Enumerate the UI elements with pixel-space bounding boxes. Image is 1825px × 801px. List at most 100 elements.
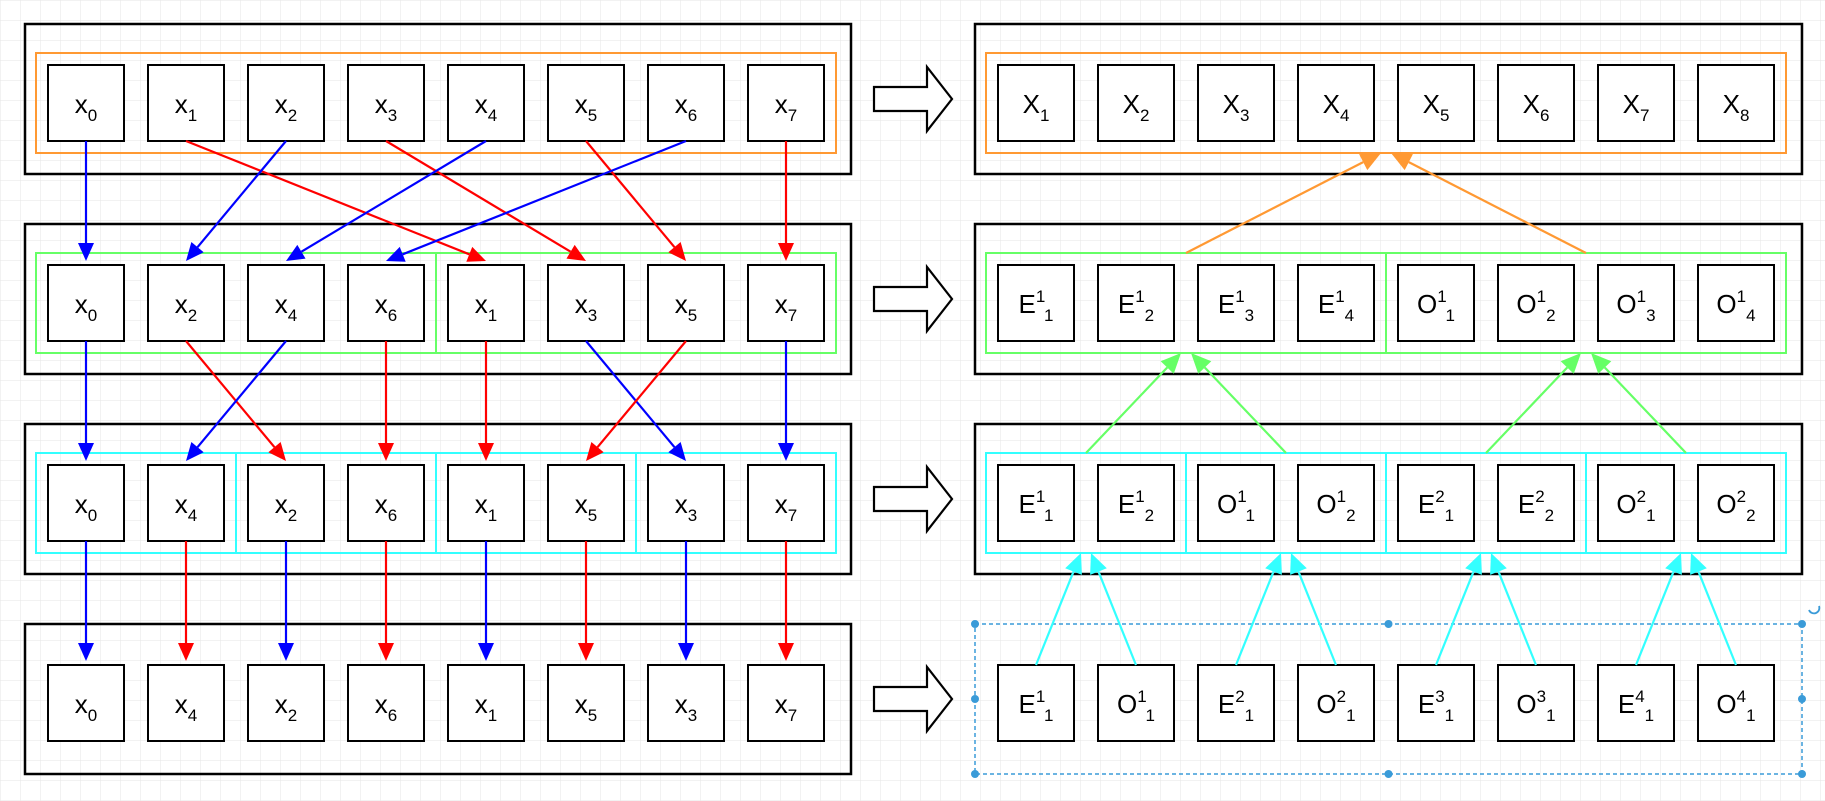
- left-cell-label: x6: [375, 489, 397, 525]
- right-cell[interactable]: [1497, 264, 1575, 342]
- right-cell-label: E21: [1218, 687, 1254, 725]
- right-cell[interactable]: [997, 264, 1075, 342]
- selection-resize-handle[interactable]: [1384, 770, 1393, 778]
- left-cell[interactable]: [747, 64, 825, 142]
- left-cell[interactable]: [247, 464, 325, 542]
- right-cell[interactable]: [1597, 464, 1675, 542]
- left-cell[interactable]: [747, 264, 825, 342]
- right-cell[interactable]: [1697, 664, 1775, 742]
- right-cell[interactable]: [1397, 264, 1475, 342]
- right-cell[interactable]: [1197, 264, 1275, 342]
- selection-resize-handle[interactable]: [1384, 620, 1393, 628]
- right-cell-label: O22: [1716, 487, 1755, 525]
- left-cell[interactable]: [47, 64, 125, 142]
- right-stage-3[interactable]: [973, 422, 1804, 576]
- left-cell[interactable]: [447, 64, 525, 142]
- right-cell[interactable]: [1397, 464, 1475, 542]
- left-cell[interactable]: [747, 664, 825, 742]
- right-cell[interactable]: [1297, 64, 1375, 142]
- right-cell[interactable]: [1497, 64, 1575, 142]
- selection-resize-handle[interactable]: [1798, 770, 1806, 778]
- left-cell[interactable]: [547, 464, 625, 542]
- arrow-head: [1160, 353, 1181, 374]
- left-cell[interactable]: [647, 264, 725, 342]
- left-cell[interactable]: [147, 264, 225, 342]
- right-cell[interactable]: [1197, 664, 1275, 742]
- right-cell[interactable]: [1697, 264, 1775, 342]
- right-cell[interactable]: [997, 64, 1075, 142]
- right-cell[interactable]: [1097, 264, 1175, 342]
- left-cell[interactable]: [447, 464, 525, 542]
- left-cell[interactable]: [147, 64, 225, 142]
- right-cell[interactable]: [1197, 64, 1275, 142]
- rotate-handle-icon[interactable]: [1808, 605, 1821, 615]
- right-cell[interactable]: [1597, 264, 1675, 342]
- right-cell[interactable]: [1097, 664, 1175, 742]
- left-stage-1[interactable]: [23, 22, 853, 176]
- left-cell-label: x1: [175, 89, 197, 125]
- right-cell[interactable]: [1297, 264, 1375, 342]
- left-cell[interactable]: [247, 664, 325, 742]
- right-stage-1[interactable]: [973, 22, 1804, 176]
- stage-transform-arrow: [872, 663, 954, 735]
- arrow-head: [678, 643, 694, 661]
- left-cell[interactable]: [47, 464, 125, 542]
- right-group-box: [985, 52, 1787, 154]
- left-cell[interactable]: [347, 664, 425, 742]
- right-cell[interactable]: [1697, 64, 1775, 142]
- selection-resize-handle[interactable]: [971, 620, 979, 628]
- right-cell-label: X4: [1323, 89, 1350, 125]
- right-cell[interactable]: [1397, 664, 1475, 742]
- left-cell[interactable]: [547, 264, 625, 342]
- left-cell[interactable]: [347, 264, 425, 342]
- selection-resize-handle[interactable]: [971, 770, 979, 778]
- right-cell[interactable]: [1597, 64, 1675, 142]
- left-cell[interactable]: [247, 264, 325, 342]
- selection-resize-handle[interactable]: [971, 695, 979, 703]
- right-cell[interactable]: [1397, 64, 1475, 142]
- merge-arrow-cyan: [1034, 571, 1075, 666]
- right-cell[interactable]: [1697, 464, 1775, 542]
- merge-arrow-cyan: [1634, 571, 1675, 666]
- permutation-arrow-red: [585, 140, 676, 248]
- left-cell[interactable]: [647, 64, 725, 142]
- right-cell[interactable]: [1097, 64, 1175, 142]
- left-stage-2[interactable]: [23, 222, 853, 376]
- left-cell-label: x7: [775, 689, 797, 725]
- right-cell[interactable]: [1297, 464, 1375, 542]
- left-cell[interactable]: [247, 64, 325, 142]
- arrow-head: [186, 242, 204, 261]
- right-cell[interactable]: [1497, 464, 1575, 542]
- left-cell[interactable]: [447, 664, 525, 742]
- left-stage-3[interactable]: [23, 422, 853, 576]
- left-cell[interactable]: [347, 464, 425, 542]
- left-cell-label: x0: [75, 89, 97, 125]
- arrow-head: [78, 443, 94, 461]
- right-cell[interactable]: [1197, 464, 1275, 542]
- left-cell[interactable]: [747, 464, 825, 542]
- selection-resize-handle[interactable]: [1798, 620, 1806, 628]
- arrow-head: [466, 246, 486, 262]
- left-cell[interactable]: [647, 664, 725, 742]
- left-cell[interactable]: [547, 64, 625, 142]
- left-cell[interactable]: [47, 664, 125, 742]
- left-cell[interactable]: [647, 464, 725, 542]
- permutation-arrow-blue: [585, 340, 676, 448]
- right-cell[interactable]: [1597, 664, 1675, 742]
- left-cell[interactable]: [347, 64, 425, 142]
- right-cell[interactable]: [1297, 664, 1375, 742]
- merge-arrow-cyan: [1434, 571, 1475, 666]
- left-cell[interactable]: [147, 664, 225, 742]
- right-cell[interactable]: [1497, 664, 1575, 742]
- permutation-arrow-red: [185, 340, 276, 448]
- right-cell[interactable]: [997, 664, 1075, 742]
- left-cell[interactable]: [47, 264, 125, 342]
- right-cell[interactable]: [1097, 464, 1175, 542]
- right-cell[interactable]: [997, 464, 1075, 542]
- left-stage-4[interactable]: [23, 622, 853, 776]
- right-stage-2[interactable]: [973, 222, 1804, 376]
- left-cell-label: x0: [75, 689, 97, 725]
- left-cell[interactable]: [547, 664, 625, 742]
- selection-resize-handle[interactable]: [1798, 695, 1806, 703]
- arrow-head: [1490, 553, 1507, 575]
